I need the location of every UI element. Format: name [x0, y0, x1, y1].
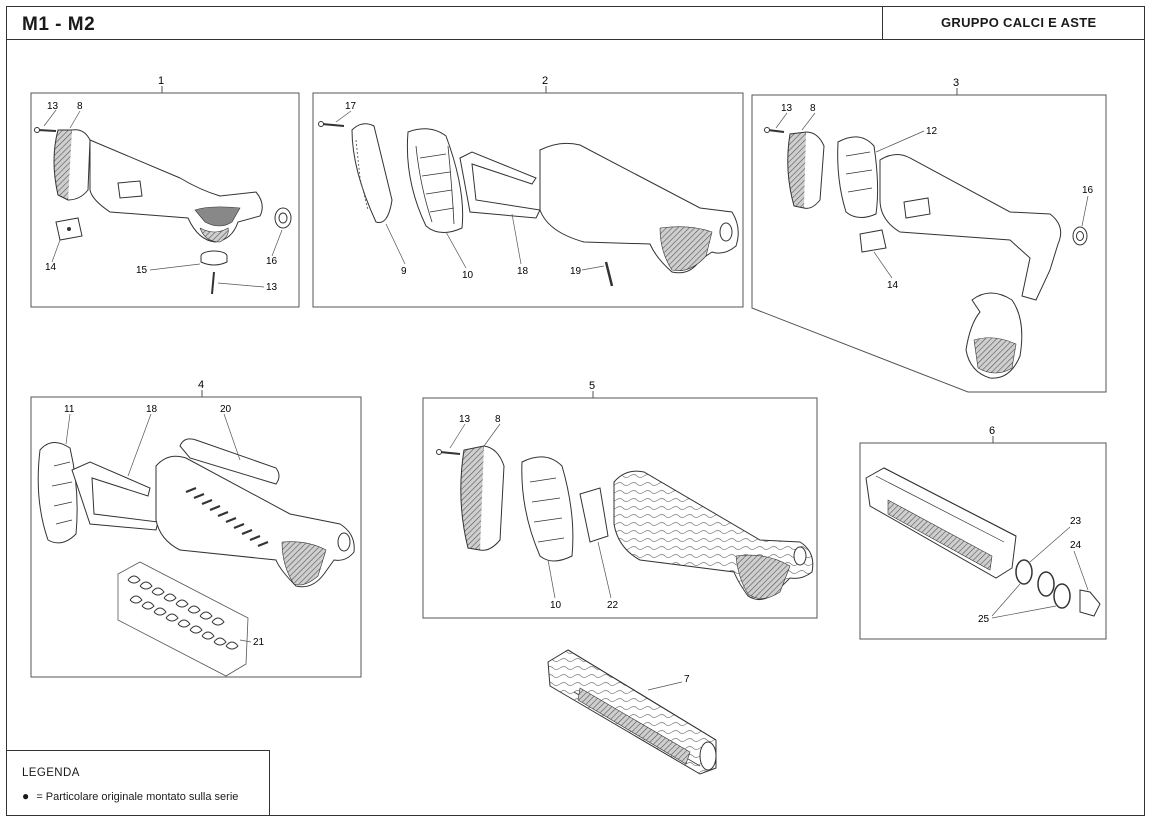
group-4: 4 11 18 20 21 — [30, 379, 362, 678]
group-5: 5 13 8 10 22 — [422, 380, 818, 619]
part-label: 13 — [266, 282, 278, 293]
group-3: 3 13 8 12 16 14 — [751, 77, 1107, 393]
header-bar: M1 - M2 GRUPPO CALCI E ASTE — [6, 6, 1145, 40]
part-label: 11 — [64, 404, 75, 415]
part-label: 8 — [810, 103, 816, 114]
group-6: 6 23 24 25 — [859, 425, 1107, 640]
part-label: 20 — [220, 404, 232, 415]
part-label: 8 — [495, 414, 501, 425]
legend-box: LEGENDA ● = Particolare originale montat… — [6, 750, 270, 816]
part-label: 13 — [459, 414, 471, 425]
title-box: GRUPPO CALCI E ASTE — [882, 6, 1145, 39]
part-label: 16 — [1082, 185, 1094, 196]
part-label: 22 — [607, 600, 619, 611]
group-1: 1 13 8 14 15 16 13 — [30, 75, 300, 308]
legend-text: = Particolare originale montato sulla se… — [36, 791, 239, 803]
part-label: 14 — [887, 280, 899, 291]
part-label: 23 — [1070, 516, 1082, 527]
part-label: 12 — [926, 126, 938, 137]
group-7: 7 — [547, 649, 717, 775]
part-label: 17 — [345, 101, 357, 112]
group-label-2: 2 — [542, 75, 548, 87]
part-label: 15 — [136, 265, 148, 276]
bullet-icon: ● — [22, 789, 30, 803]
group-label-6: 6 — [989, 425, 995, 437]
part-label: 10 — [462, 270, 474, 281]
page-frame — [6, 6, 1145, 816]
model-label: M1 - M2 — [22, 14, 96, 35]
part-label: 14 — [45, 262, 57, 273]
part-label: 19 — [570, 266, 582, 277]
group-label-3: 3 — [953, 77, 959, 89]
part-label: 18 — [146, 404, 158, 415]
legend-title: LEGENDA — [22, 767, 80, 779]
part-label: 13 — [47, 101, 59, 112]
part-label: 9 — [401, 266, 407, 277]
legend-row: ● = Particolare originale montato sulla … — [22, 789, 238, 803]
part-label: 8 — [77, 101, 83, 112]
part-label: 25 — [978, 614, 990, 625]
group-2: 2 17 9 10 18 19 — [312, 75, 744, 308]
part-label: 24 — [1070, 540, 1082, 551]
page-title: GRUPPO CALCI E ASTE — [941, 15, 1097, 30]
part-label: 18 — [517, 266, 529, 277]
part-label: 16 — [266, 256, 278, 267]
group-label-7: 7 — [684, 674, 690, 685]
group-label-5: 5 — [589, 380, 595, 392]
part-label: 13 — [781, 103, 793, 114]
part-label: 21 — [253, 637, 265, 648]
group-label-1: 1 — [158, 75, 164, 87]
group-label-4: 4 — [198, 379, 204, 391]
part-label: 10 — [550, 600, 562, 611]
